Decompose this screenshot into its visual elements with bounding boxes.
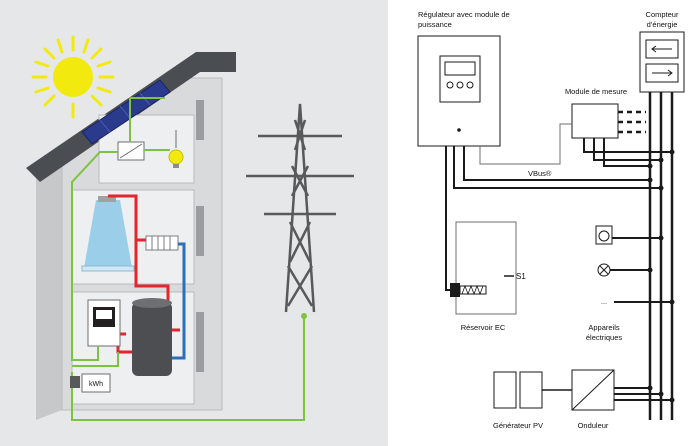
lamp-icon	[597, 263, 611, 277]
current-sensor-lines	[618, 110, 646, 134]
regulator-led	[457, 128, 461, 132]
inverter-output-feeds	[614, 387, 672, 401]
pv-generator-icon	[493, 371, 543, 409]
meter-label-line2: d’énergie	[647, 20, 678, 29]
appliances-label-line1: Appareils	[588, 323, 620, 332]
radiator-icon	[145, 235, 179, 251]
heating-element-icon	[450, 283, 487, 297]
meter-arrow-left-icon	[651, 45, 672, 53]
window	[196, 206, 204, 256]
window	[196, 100, 204, 140]
controller-unit-icon	[87, 299, 121, 347]
attic-inverter-icon	[117, 141, 145, 161]
wiring-schematic: Régulateur avec module de puissance Comp…	[417, 10, 685, 430]
shower-icon	[81, 196, 135, 272]
window	[196, 312, 204, 372]
kwh-meter-icon: kWh	[70, 373, 111, 393]
junction-dots	[647, 149, 675, 403]
sun-icon	[31, 35, 115, 119]
sensor-label: S1	[516, 272, 526, 281]
hot-water-tank-icon	[132, 298, 172, 376]
ellipsis-label: ...	[601, 297, 607, 306]
measure-module-box	[571, 103, 619, 139]
electrical-wiring	[71, 97, 305, 421]
house-side-wall	[36, 160, 62, 420]
tank-label: Réservoir EC	[461, 323, 506, 332]
tank-box	[455, 221, 517, 315]
vbus-label: VBus®	[528, 169, 552, 178]
inverter-icon	[571, 369, 615, 411]
measure-module-label: Module de mesure	[565, 87, 627, 96]
kwh-label: kWh	[89, 381, 103, 388]
vbus-cable	[479, 123, 572, 165]
meter-label-line1: Compteur	[646, 10, 679, 19]
regulator-label-line1: Régulateur avec module de	[418, 10, 510, 19]
pv-label: Générateur PV	[493, 421, 543, 430]
house-illustration-panel: kWh	[0, 0, 388, 446]
inverter-label: Onduleur	[578, 421, 609, 430]
appliances-label-line2: électriques	[586, 333, 623, 342]
main-bus-lines	[648, 92, 674, 420]
pylon-connection-node	[301, 313, 307, 319]
meter-arrow-right-icon	[652, 69, 673, 77]
light-bulb-icon	[168, 130, 184, 168]
cold-water-pipes	[172, 242, 186, 360]
washing-machine-icon	[595, 225, 613, 245]
regulator-label-line2: puissance	[418, 20, 452, 29]
power-pylon-icon	[246, 103, 354, 313]
measure-module-feeds	[583, 138, 672, 167]
regulator-display-icon	[439, 55, 481, 103]
